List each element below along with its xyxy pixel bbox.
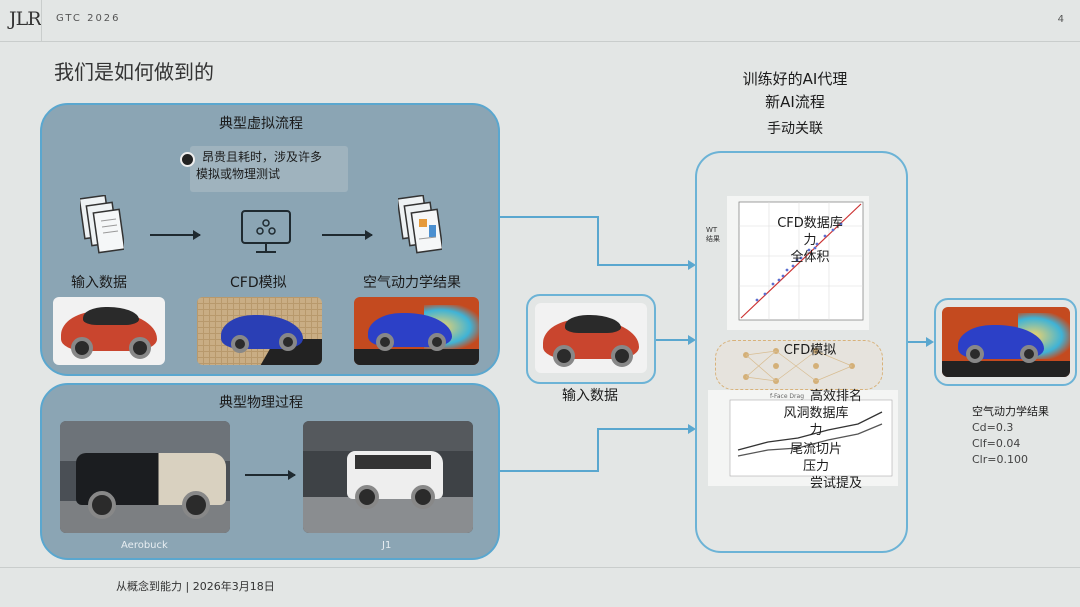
correlation-plot <box>738 201 864 321</box>
overlay-wt-force: 力 <box>809 423 823 438</box>
ai-heading: 训练好的AI代理 新AI流程 手动关联 <box>700 68 890 138</box>
overlay-efficient-ranking: 高效排名 <box>809 389 862 404</box>
result-clf: Clf=0.04 <box>972 437 1021 450</box>
results-title: 空气动力学结果 <box>972 405 1049 418</box>
results-car-thumbnail <box>942 307 1070 377</box>
input-data-car <box>535 303 647 373</box>
neural-network-icon <box>743 348 855 384</box>
connector-physical-arrow <box>597 424 696 434</box>
overlay-wake-slices: 尾流切片 <box>789 442 842 457</box>
label-input-data: 输入数据 <box>71 275 127 291</box>
overlay-pressure: 压力 <box>802 459 829 474</box>
documents-icon <box>80 195 124 254</box>
overlay-force: 力 <box>803 233 817 248</box>
results-values: Cd=0.3 Clf=0.04 Clr=0.100 <box>972 420 1028 468</box>
monitor-icon <box>241 210 291 253</box>
overlay-try-mention: 尝试提及 <box>809 476 862 491</box>
cost-note-line1: 昂贵且耗时，涉及许多 <box>202 150 323 164</box>
footer-divider <box>0 567 1080 568</box>
jlr-logo: JLR <box>9 8 42 30</box>
connector-virtual-h <box>500 216 598 218</box>
result-clr: Clr=0.100 <box>972 453 1028 466</box>
arrow-cfd-to-results <box>322 230 373 240</box>
wind-tunnel-overlay: 高效排名 风洞数据库 力 尾流切片 压力 尝试提及 <box>760 388 872 492</box>
cost-note-box <box>190 146 348 192</box>
connector-virtual-v <box>597 216 599 265</box>
label-j1: J1 <box>382 540 392 551</box>
label-aerobuck: Aerobuck <box>121 540 168 551</box>
footer-text: 从概念到能力 | 2026年3月18日 <box>116 580 275 593</box>
chart-ylabel-line2: 结果 <box>706 235 720 243</box>
cost-note: 昂贵且耗时，涉及许多 模拟或物理测试 <box>196 149 322 183</box>
connector-virtual-arrow <box>597 260 696 270</box>
ai-heading-line3: 手动关联 <box>767 121 823 137</box>
connector-physical-h <box>500 470 598 472</box>
cfd-simulation-label: CFD模拟 <box>783 343 837 358</box>
ai-heading-line1: 训练好的AI代理 <box>742 70 848 88</box>
input-car-thumbnail <box>53 297 165 365</box>
correlation-chart <box>727 196 869 330</box>
connector-physical-v <box>597 428 599 472</box>
results-documents-icon <box>398 195 442 254</box>
input-data-label: 输入数据 <box>562 388 618 404</box>
arrow-input-to-cfd <box>150 230 201 240</box>
result-cd: Cd=0.3 <box>972 421 1014 434</box>
ai-heading-line2: 新AI流程 <box>765 93 825 111</box>
aerobuck-photo <box>60 421 230 533</box>
label-cfd-simulation: CFD模拟 <box>230 275 287 291</box>
j1-photo <box>303 421 473 533</box>
arrow-aerobuck-to-j1 <box>245 470 296 480</box>
header-divider <box>41 0 42 42</box>
chart-ylabel: WT 结果 <box>706 226 720 244</box>
overlay-cfd-database: CFD数据库 <box>777 216 843 231</box>
virtual-process-title: 典型虚拟流程 <box>219 116 303 132</box>
cost-note-line2: 模拟或物理测试 <box>196 167 281 181</box>
cfd-database-overlay: CFD数据库 力 全体积 <box>762 215 858 266</box>
neural-network-band <box>715 340 883 390</box>
chart-ylabel-line1: WT <box>706 226 718 234</box>
page-number: 4 <box>1057 14 1064 25</box>
top-bar <box>0 0 1080 42</box>
aero-car-thumbnail <box>354 297 479 365</box>
overlay-full-volume: 全体积 <box>790 250 830 265</box>
drag-chart <box>708 390 898 486</box>
cfd-car-thumbnail <box>197 297 322 365</box>
overlay-wind-tunnel-database: 风洞数据库 <box>783 406 849 421</box>
slide-title: 我们是如何做到的 <box>54 60 214 84</box>
conference-label: GTC 2026 <box>56 13 121 24</box>
drag-chart-title: f-Face Drag <box>770 393 804 400</box>
connector-input-arrow <box>656 335 696 345</box>
physical-process-title: 典型物理过程 <box>219 395 303 411</box>
drag-plot <box>729 399 893 477</box>
label-aero-results: 空气动力学结果 <box>363 275 461 291</box>
stopwatch-icon <box>180 152 195 167</box>
connector-ai-to-results <box>908 337 934 347</box>
